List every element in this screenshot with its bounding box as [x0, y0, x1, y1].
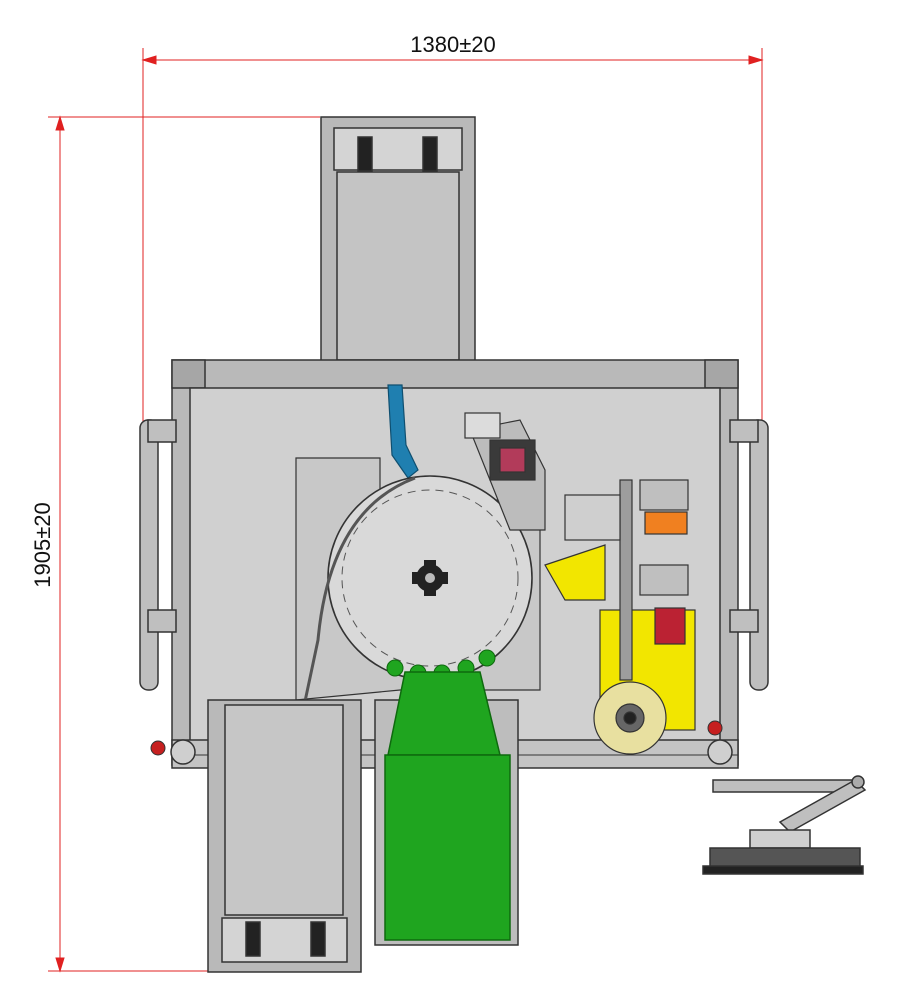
print-module [464, 412, 546, 531]
infeed-chute [387, 384, 419, 479]
height-dimension-label: 1905±20 [30, 502, 55, 588]
guide-rail [298, 476, 416, 726]
outfeed-conveyor [374, 671, 519, 946]
corner-foot-left [170, 739, 196, 765]
width-dimension-label: 1380±20 [410, 32, 496, 57]
labeling-head [544, 479, 696, 755]
right-handle [729, 419, 769, 691]
width-dimension [141, 48, 764, 430]
star-wheel [327, 475, 533, 681]
height-dimension [48, 115, 320, 973]
lower-conveyor [207, 699, 362, 973]
corner-foot-right [707, 739, 733, 765]
left-handle [139, 419, 177, 691]
infeed-conveyor [320, 116, 476, 409]
hmi-swing-arm [702, 775, 867, 875]
emergency-stop-left [150, 740, 166, 756]
emergency-stop-right [707, 720, 723, 736]
bottle-pockets [386, 649, 496, 682]
